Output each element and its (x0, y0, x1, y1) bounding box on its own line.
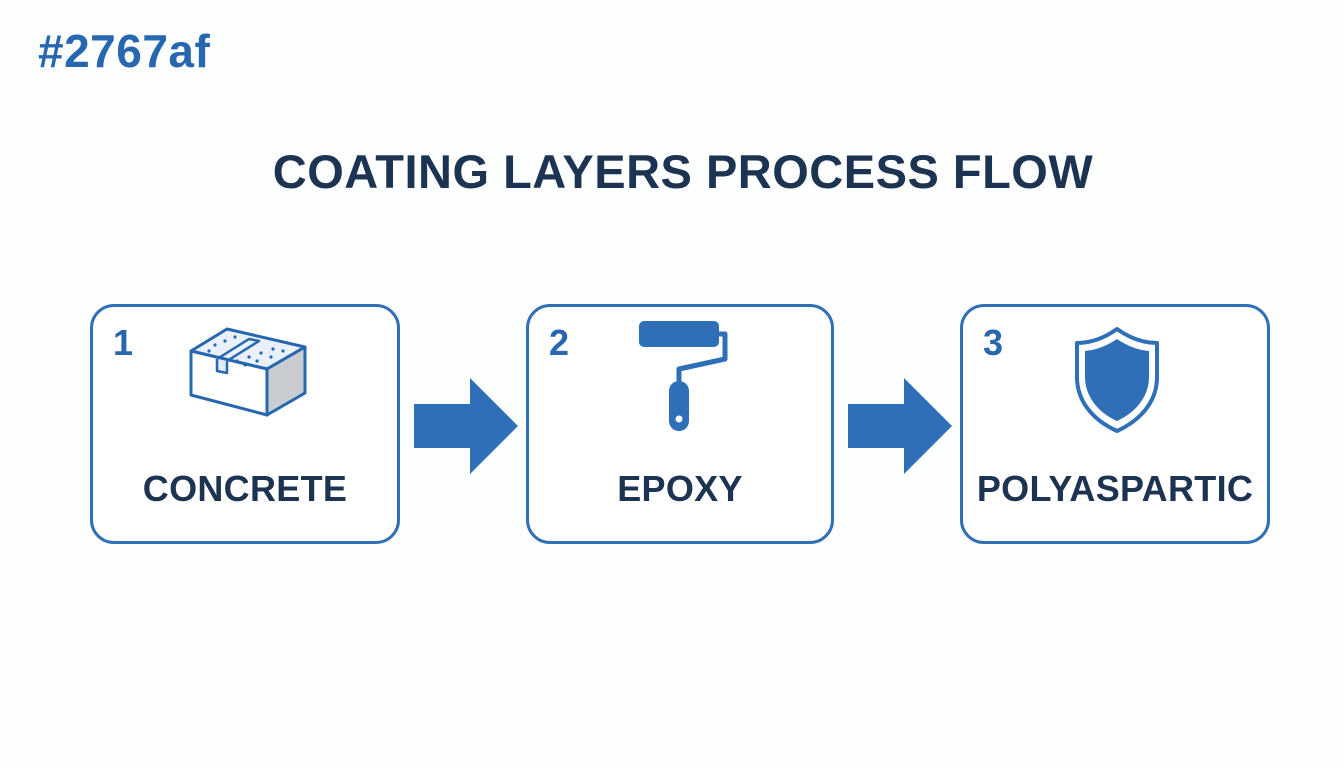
step-label: EPOXY (617, 468, 743, 509)
step-card-epoxy: 2 EPOXY (526, 304, 834, 544)
arrow-right-icon (848, 378, 952, 474)
hex-color-label: #2767af (38, 25, 211, 77)
concrete-block-icon (189, 327, 307, 417)
arrow-right-icon (414, 378, 518, 474)
diagram-title: COATING LAYERS PROCESS FLOW (272, 145, 1094, 198)
paint-roller-icon (639, 321, 728, 431)
step-number: 1 (113, 322, 134, 363)
shield-icon (1075, 327, 1159, 433)
step-label: CONCRETE (142, 468, 348, 509)
step-number: 3 (983, 322, 1004, 363)
step-label: POLYASPARTIC (976, 468, 1254, 509)
step-number: 2 (549, 322, 570, 363)
step-card-polyaspartic: 3 POLYASPARTIC (960, 304, 1270, 544)
step-card-concrete: 1 CONCRETE (90, 304, 400, 544)
